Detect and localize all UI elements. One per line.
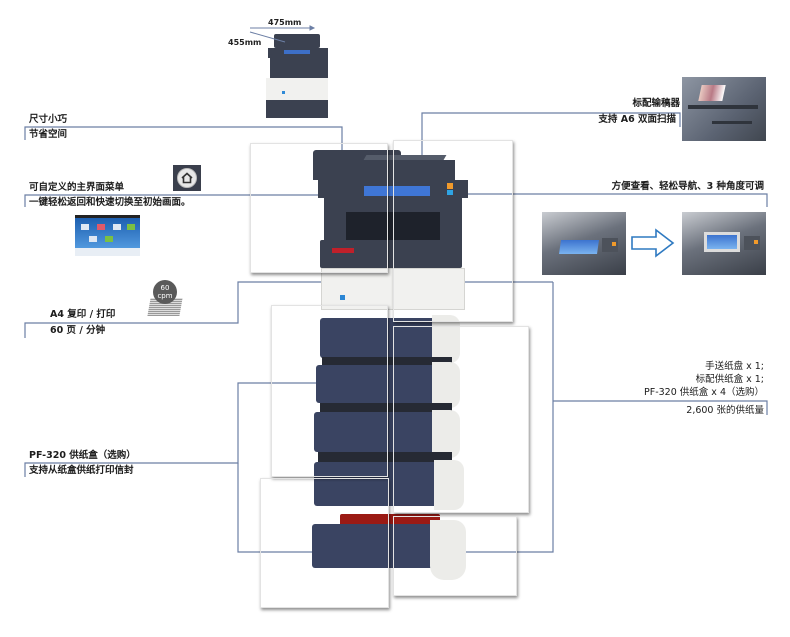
home-screen-thumbnail [75, 215, 140, 256]
leader-line-pf320-b [237, 463, 340, 553]
leader-line-speed [24, 281, 350, 338]
compact-title: 尺寸小巧 [29, 114, 68, 125]
leader-line-document-processor [421, 112, 681, 160]
frame-bottom-right [393, 516, 517, 596]
pf320-subtitle: 支持从纸盒供纸打印信封 [29, 465, 134, 476]
pf320-title: PF-320 供纸盒（选购） [29, 450, 136, 461]
paper-supply-subtitle: 2,600 张的供纸量 [686, 405, 764, 416]
speed-badge-unit: cpm [157, 292, 173, 300]
speed-badge-number: 60 [160, 284, 170, 292]
home-menu-subtitle: 一键轻松返回和快速切换至初始画面。 [29, 197, 191, 208]
frame-bottom-left [260, 478, 389, 608]
leader-line-paper-supply-b [455, 282, 554, 553]
frame-top-left [250, 143, 388, 273]
leader-line-home-menu [24, 194, 345, 207]
paper-supply-line-2: 标配供纸盒 x 1; [695, 374, 764, 385]
leader-line-paper-supply [553, 400, 768, 415]
compact-subtitle: 节省空间 [29, 129, 68, 140]
frame-mid-right [393, 326, 529, 513]
home-icon [173, 165, 201, 191]
speed-title: A4 复印 / 打印 [50, 309, 116, 320]
frame-top-right [393, 140, 513, 322]
speed-subtitle: 60 页 / 分钟 [50, 325, 106, 336]
panel-after-photo [682, 212, 766, 275]
leader-line-compact [24, 126, 343, 152]
leader-line-panel [462, 193, 768, 207]
paper-supply-line-1: 手送纸盘 x 1; [705, 361, 764, 372]
panel-before-photo [542, 212, 626, 275]
document-processor-subtitle: 支持 A6 双面扫描 [598, 114, 676, 125]
document-processor-photo [682, 77, 766, 141]
document-processor-title: 标配输稿器 [632, 98, 680, 109]
width-dimension-label: 475mm [268, 18, 302, 27]
home-menu-title: 可自定义的主界面菜单 [29, 182, 125, 193]
compact-printer-image [262, 28, 332, 123]
paper-supply-line-3: PF-320 供纸盒 x 4（选购） [644, 387, 764, 398]
frame-mid-left [271, 305, 388, 477]
depth-dimension-label: 455mm [228, 38, 262, 47]
right-arrow-icon [631, 228, 675, 258]
panel-title: 方便查看、轻松导航、3 种角度可调 [611, 181, 764, 192]
speed-badge-icon: 60 cpm [145, 280, 185, 320]
